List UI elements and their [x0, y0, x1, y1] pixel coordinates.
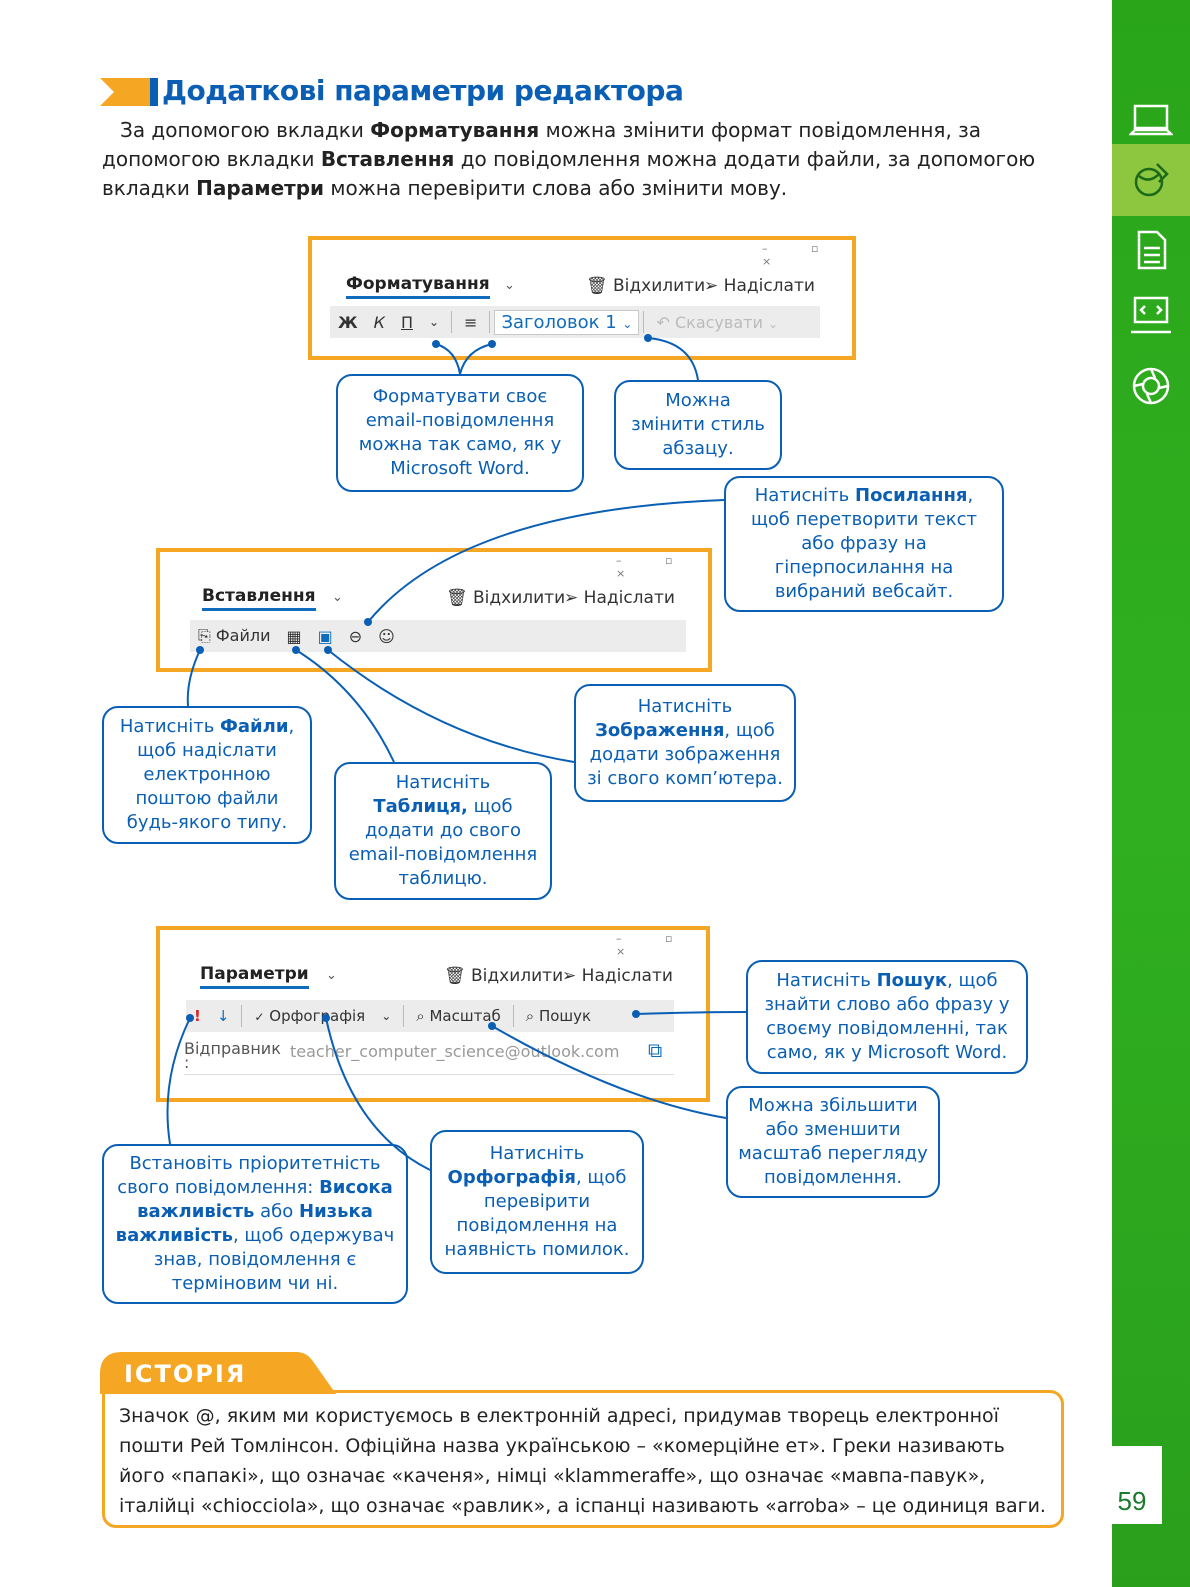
trash-icon: 🗑 [446, 588, 468, 608]
callout-files: Натисніть Файли, щоб надіслати електронн… [102, 706, 312, 844]
intro-paragraph: За допомогою вкладки Форматування можна … [102, 118, 1036, 200]
callout-link: Натисніть Посилання, щоб перетворити тек… [724, 476, 1004, 612]
page-number-tab [1098, 1446, 1162, 1524]
chevron-down-icon[interactable]: ⌄ [428, 315, 440, 329]
aperture-icon [1112, 350, 1190, 422]
insert-toolbar: ⎘ Файли ▦ ▣ ⊖ ☺ [190, 620, 686, 652]
callout-spelling: Натисніть Орфографія, щоб перевірити пов… [430, 1130, 644, 1274]
table-icon[interactable]: ▦ [286, 626, 302, 646]
document-icon [1112, 214, 1190, 286]
toolbar-divider [403, 1005, 405, 1027]
page-number: 59 [1117, 1486, 1147, 1516]
chevron-down-icon[interactable]: ⌄ [332, 590, 343, 605]
attach-files-button[interactable]: ⎘ Файли [198, 626, 271, 645]
laptop-icon [1112, 84, 1190, 156]
history-box: Значок @, яким ми користуємось в електро… [102, 1390, 1064, 1528]
callout-image: Натисніть Зображення, щоб додати зображе… [574, 684, 796, 802]
italic-button[interactable]: К [373, 312, 385, 332]
discard-button[interactable]: 🗑 Відхилити [586, 276, 706, 296]
paragraph-style-select[interactable]: Заголовок 1 ⌄ [494, 309, 640, 335]
toolbar-divider [512, 1005, 514, 1027]
emoji-icon[interactable]: ☺ [378, 626, 395, 646]
callout-priority: Встановіть пріоритетність свого повідомл… [102, 1144, 408, 1304]
link-icon[interactable]: ⊖ [348, 626, 363, 646]
search-button[interactable]: ⌕ Пошук [525, 1007, 592, 1025]
globe-pen-icon [1112, 144, 1190, 216]
callout-format-word: Форматувати своє email-повідомлення можн… [336, 374, 584, 492]
window-controls[interactable]: – ▫ × [762, 242, 839, 268]
chevron-down-icon[interactable]: ⌄ [504, 278, 515, 293]
field-divider [184, 1074, 674, 1075]
heading-marker-icon [100, 78, 158, 106]
search-icon: ⌕ [525, 1007, 535, 1025]
formatting-toolbar: Ж К П ⌄ ≡ Заголовок 1 ⌄ ↶ Скасувати ⌄ [330, 306, 820, 338]
discard-button[interactable]: 🗑 Відхилити [444, 966, 564, 986]
send-button[interactable]: ➢ Надіслати [562, 966, 673, 986]
tab-formatting[interactable]: Форматування [346, 274, 490, 299]
high-importance-icon[interactable]: ! [194, 1007, 201, 1025]
window-controls[interactable]: – ▫ × [616, 554, 693, 580]
chevron-down-icon: ⌄ [622, 316, 633, 331]
insert-screenshot: – ▫ × Вставлення ⌄ 🗑 Відхилити ➢ Надісла… [156, 548, 712, 672]
undo-button[interactable]: ↶ Скасувати ⌄ [656, 312, 778, 332]
underline-button[interactable]: П [400, 312, 413, 332]
callout-paragraph-style: Можна змінити стиль абзацу. [614, 380, 782, 470]
low-importance-icon[interactable]: ↓ [216, 1007, 230, 1025]
sender-label: Відправник: [184, 1039, 281, 1072]
options-toolbar: ! ↓ ✓ Орфографія ⌄ ⌕ Масштаб ⌕ Пошук [186, 1000, 674, 1032]
callout-search: Натисніть Пошук, щоб знайти слово або фр… [746, 960, 1028, 1074]
options-screenshot: – ▫ × Параметри ⌄ 🗑 Відхилити ➢ Надіслат… [156, 926, 710, 1102]
callout-zoom: Можна збільшити або зменшити масштаб пер… [726, 1086, 940, 1198]
send-button[interactable]: ➢ Надіслати [564, 588, 675, 608]
history-tab-shape [100, 1352, 336, 1394]
formatting-screenshot: – ▫ × Форматування ⌄ 🗑 Відхилити ➢ Надіс… [308, 236, 856, 360]
send-icon: ➢ [562, 966, 577, 986]
toolbar-divider [241, 1005, 243, 1027]
chevron-down-icon[interactable]: ⌄ [326, 968, 337, 983]
bold-button[interactable]: Ж [338, 312, 358, 332]
chevron-down-icon[interactable]: ⌄ [381, 1009, 392, 1023]
chevron-down-icon: ⌄ [767, 316, 778, 331]
paragraph-format-icon[interactable]: ≡ [464, 312, 478, 332]
tab-options[interactable]: Параметри [200, 964, 309, 989]
chapter-sidebar [1112, 0, 1190, 1587]
spelling-button[interactable]: ✓ Орфографія [254, 1007, 366, 1025]
code-monitor-icon [1112, 280, 1190, 352]
toolbar-divider [451, 311, 453, 333]
send-icon: ➢ [704, 276, 719, 296]
sender-value: teacher_computer_science@outlook.com [290, 1042, 620, 1061]
magnifier-icon: ⌕ [416, 1007, 425, 1025]
discard-button[interactable]: 🗑 Відхилити [446, 588, 566, 608]
trash-icon: 🗑 [444, 966, 466, 986]
send-icon: ➢ [564, 588, 579, 608]
image-icon[interactable]: ▣ [317, 626, 333, 646]
paperclip-icon: ⎘ [198, 626, 211, 645]
tab-insert[interactable]: Вставлення [202, 586, 316, 611]
toolbar-divider [643, 311, 645, 333]
undo-icon: ↶ [656, 312, 670, 332]
zoom-button[interactable]: ⌕ Масштаб [416, 1007, 501, 1025]
spellcheck-icon: ✓ [254, 1010, 265, 1024]
trash-icon: 🗑 [586, 276, 608, 296]
toolbar-divider [489, 311, 491, 333]
history-title: ІСТОРІЯ [124, 1360, 247, 1388]
window-controls[interactable]: – ▫ × [616, 932, 693, 958]
popout-icon[interactable]: ⧉ [648, 1038, 663, 1062]
callout-table: Натисніть Таблиця, щоб додати до свого e… [334, 762, 552, 900]
send-button[interactable]: ➢ Надіслати [704, 276, 815, 296]
section-heading: Додаткові параметри редактора [162, 74, 684, 107]
